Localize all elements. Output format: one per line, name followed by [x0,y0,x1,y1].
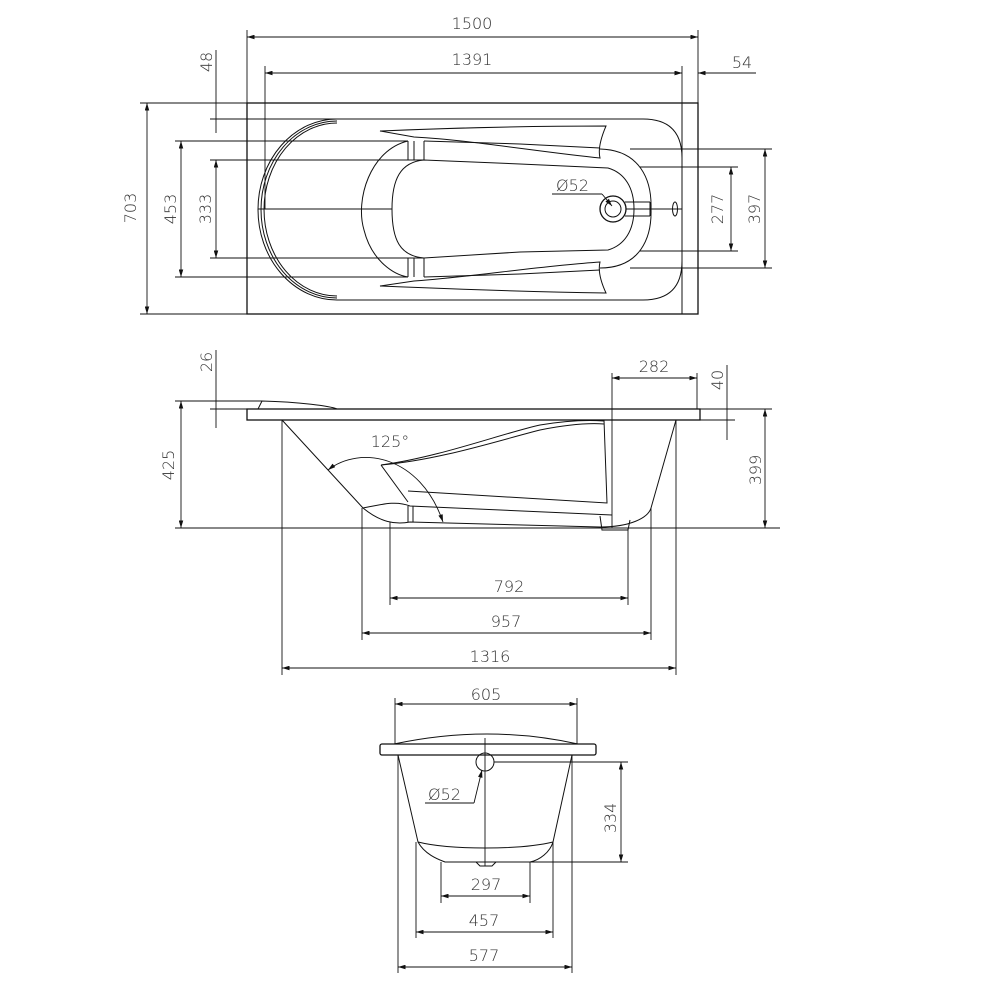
basin-bowl [360,140,409,278]
armrest-top [379,125,607,159]
tub-body [281,419,677,528]
dim-label-277: 277 [708,194,727,225]
dim-label-957: 957 [491,612,522,631]
dim-label-425: 425 [159,450,178,481]
dim-label-40: 40 [708,370,727,390]
dim-label-297: 297 [471,875,502,894]
headrest [257,400,338,410]
dim-label-54: 54 [732,53,752,72]
dim-label-453: 453 [161,194,180,225]
side-view: 125° 26 282 40 425 399 792 957 1316 [159,350,780,675]
rim-profile [246,408,701,421]
dim-label-457: 457 [469,911,500,930]
drain-icon [599,195,627,223]
dim-label-1500: 1500 [452,14,493,33]
inner-basin-outline [257,118,683,301]
dim-label-703: 703 [121,193,140,224]
angle-arc [327,457,444,523]
dim-label-125: 125° [371,432,410,451]
top-view: 1500 1391 54 48 703 453 333 277 397 Ø52 [121,14,772,315]
rim-outline [246,102,699,315]
armrest-bottom [379,261,607,294]
tub-end-body [397,754,573,863]
dim-label-792: 792 [494,577,525,596]
basin-floor [391,159,635,259]
end-view: 605 334 Ø52 297 457 577 [379,685,628,973]
dim-label-overflow: Ø52 [428,785,461,804]
dim-label-1391: 1391 [452,50,493,69]
dim-label-577: 577 [469,946,500,965]
dim-label-48: 48 [197,52,216,72]
dim-label-26: 26 [197,352,216,372]
rim-end [379,743,597,756]
dim-label-605: 605 [471,685,502,704]
dim-label-282: 282 [639,357,670,376]
dim-label-399: 399 [746,455,765,486]
dim-label-397: 397 [745,194,764,225]
dim-label-1316: 1316 [470,647,511,666]
dim-label-333: 333 [196,194,215,225]
dim-label-drain: Ø52 [556,176,589,195]
dim-label-334: 334 [601,803,620,834]
